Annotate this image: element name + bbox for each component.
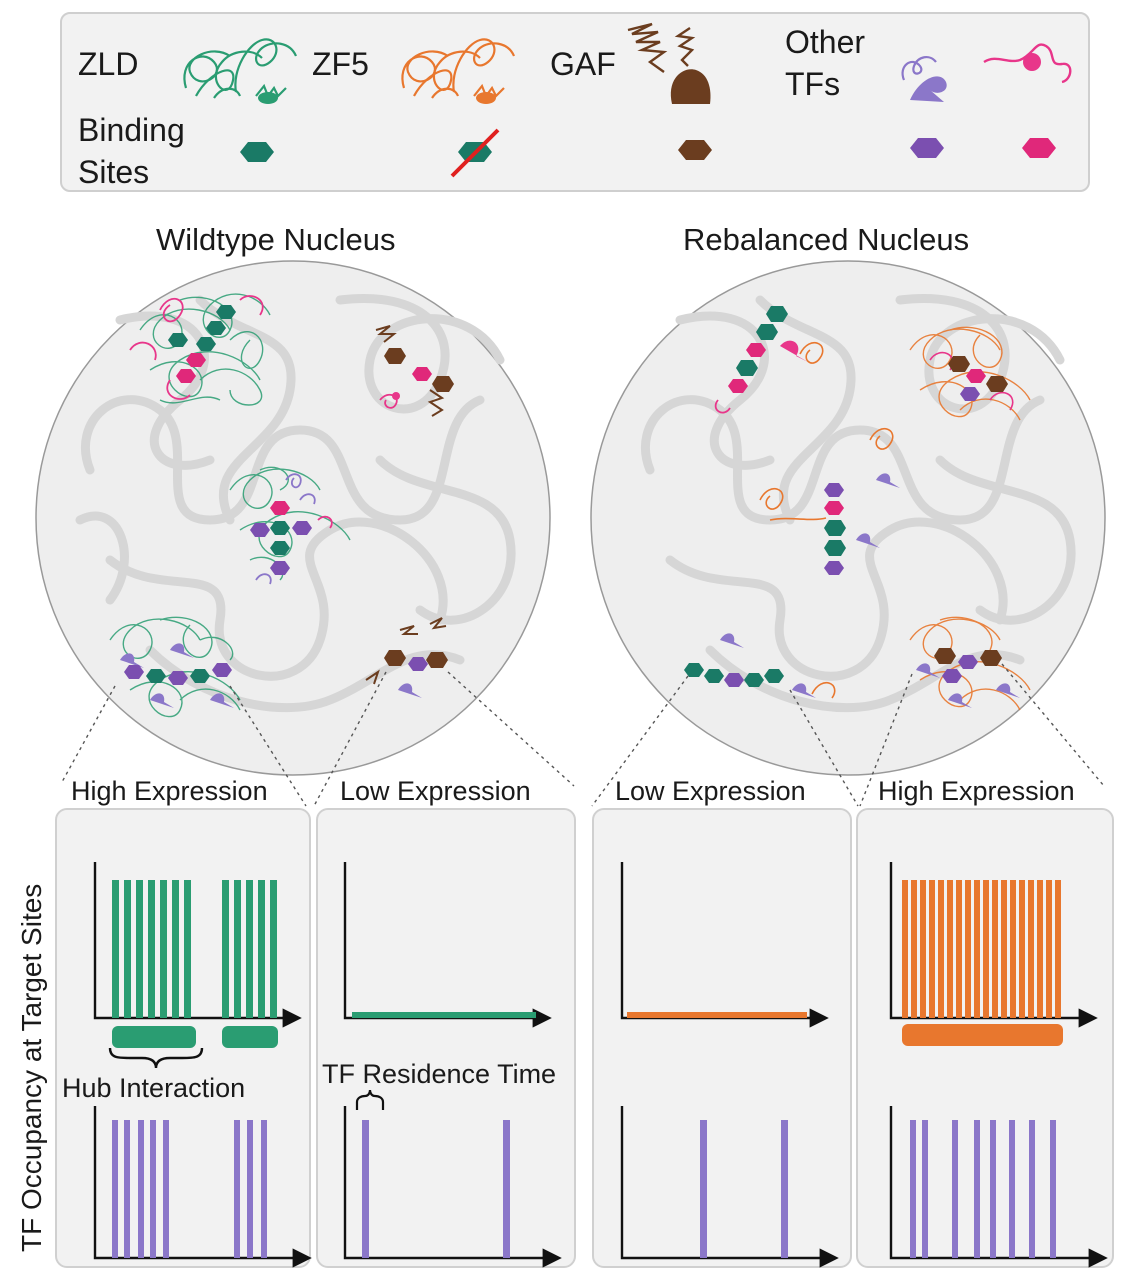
- panel4-purple-bars: [910, 1120, 1056, 1258]
- panel-title-1: High Expression: [71, 776, 268, 806]
- legend-other-label-1: Other: [785, 24, 866, 60]
- legend-zld-label: ZLD: [78, 46, 139, 82]
- hub-brace: [108, 1047, 204, 1069]
- legend-zld-site: [240, 142, 274, 162]
- rb-chain-bottomleft: [684, 633, 836, 699]
- panel2-purple-bars: [362, 1120, 510, 1258]
- panel-rebalanced-low: [592, 808, 852, 1268]
- hub-interaction-label: Hub Interaction: [62, 1073, 246, 1103]
- zoom-connectors: [61, 663, 1105, 807]
- panel4-orange-bars: [902, 880, 1061, 1018]
- legend-zf5-site-crossed: [450, 128, 500, 178]
- panel3-purple-bars: [700, 1120, 788, 1258]
- rb-hub1-sites: [948, 356, 1008, 401]
- wildtype-nucleus: [35, 260, 551, 776]
- legend-gaf-label: GAF: [550, 46, 616, 82]
- rebalanced-nucleus-title: Rebalanced Nucleus: [683, 222, 970, 257]
- legend-binding-label-2: Sites: [78, 154, 150, 190]
- panel1-purple-bars: [112, 1120, 267, 1258]
- panel2-green-baseline: [352, 1012, 536, 1018]
- panel1-hub-blocks: [112, 1026, 278, 1048]
- rb-chain-middle: [824, 483, 846, 575]
- legend-zld-icon: [183, 38, 298, 104]
- legend-zf5-label: ZF5: [312, 46, 369, 82]
- wt-gaf-cluster-bottom: [365, 617, 448, 698]
- panel-title-4: High Expression: [878, 776, 1075, 806]
- wt-hub3-sites: [124, 663, 232, 685]
- panel-title-2: Low Expression: [340, 776, 531, 806]
- panel4-hub-block: [902, 1024, 1063, 1046]
- legend-other-purple-icon: [901, 56, 947, 102]
- wt-gaf-cluster-top: [375, 325, 454, 417]
- panel-wildtype-low: [316, 808, 576, 1268]
- rb-chain-topleft: [714, 306, 824, 414]
- residence-brace: [355, 1089, 385, 1110]
- legend-other-label-2: TFs: [785, 66, 841, 102]
- legend-gaf-icon: [627, 22, 711, 104]
- panel1-green-bars: [112, 880, 277, 1018]
- panel3-orange-baseline: [627, 1012, 807, 1018]
- residence-time-label: TF Residence Time: [322, 1059, 557, 1089]
- wildtype-nucleus-title: Wildtype Nucleus: [156, 222, 396, 257]
- rebalanced-nucleus: [590, 260, 1106, 776]
- wt-hub2-sites: [250, 501, 312, 575]
- legend-binding-label-1: Binding: [78, 112, 185, 148]
- legend-zf5-icon: [401, 38, 516, 104]
- rb-hub2-sites: [934, 648, 1002, 683]
- wt-hub1-sites: [168, 305, 236, 383]
- legend-other-pink-icon: [983, 43, 1072, 84]
- panel-title-3: Low Expression: [615, 776, 806, 806]
- legend-box: [60, 12, 1090, 192]
- legend-pink-site: [1022, 138, 1056, 158]
- legend-gaf-site: [678, 140, 712, 160]
- legend-purple-site: [910, 138, 944, 158]
